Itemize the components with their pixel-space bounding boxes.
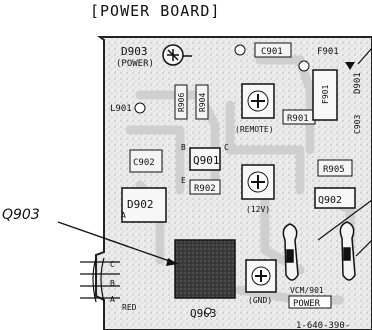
label-r906: R906 [177, 93, 186, 112]
label-vcm901: VCM/901 [290, 286, 324, 295]
test-probe-left [282, 223, 299, 281]
label-q901-e: E [181, 176, 186, 185]
label-q901-b: B [181, 143, 186, 152]
c901-capacitor [254, 42, 292, 58]
d903-power-led [162, 44, 184, 66]
label-remote: (REMOTE) [235, 125, 274, 134]
label-red: RED [122, 303, 137, 312]
c902-capacitor [129, 149, 163, 173]
r902-resistor [189, 179, 221, 195]
label-wire-c: C [110, 260, 115, 269]
label-wire-a: A [110, 295, 115, 304]
label-f904: F901 [321, 85, 330, 104]
label-c901: C901 [261, 47, 283, 57]
label-q901: Q901 [193, 154, 220, 167]
r905-resistor [317, 159, 353, 177]
label-r902: R902 [194, 184, 216, 194]
wire-harness [80, 257, 120, 303]
test-probe-right [339, 221, 356, 281]
label-r905: R905 [323, 165, 345, 175]
q901-transistor [189, 147, 221, 171]
label-board-number: 1-640-390- [296, 321, 350, 330]
q903-callout-label: Q903 [2, 207, 40, 223]
d901-diode [345, 62, 355, 70]
diagram-title: [POWER BOARD] [90, 2, 221, 20]
label-c903: C903 [353, 115, 362, 134]
r904-resistor [195, 84, 209, 120]
f901-fuse [312, 69, 338, 121]
q903-callout-line [57, 221, 179, 265]
label-q901-c: C [224, 143, 229, 152]
label-r904: R904 [198, 93, 207, 112]
label-power: POWER [293, 299, 321, 309]
label-12v: (12V) [246, 205, 270, 214]
label-q903: Q903 [190, 307, 217, 320]
label-q902: Q902 [318, 195, 342, 206]
label-d901: D901 [353, 72, 363, 94]
label-gnd: (GND) [248, 296, 272, 305]
d902-diode [121, 187, 167, 223]
label-d902-a: A [121, 211, 126, 220]
label-d903-sub: (POWER) [116, 59, 154, 69]
label-f901: F901 [317, 47, 339, 57]
label-l901: L901 [110, 104, 132, 114]
r906-resistor [174, 84, 188, 120]
label-c902: C902 [133, 158, 155, 168]
q903-heatsink [174, 239, 236, 299]
label-r901: R901 [287, 114, 309, 124]
label-wire-b: B [110, 279, 115, 288]
power-connector [288, 295, 332, 309]
label-d903: D903 [121, 45, 148, 58]
label-d902: D902 [127, 198, 154, 211]
q903-callout-arrow [166, 258, 178, 266]
q902-transistor [314, 187, 356, 209]
